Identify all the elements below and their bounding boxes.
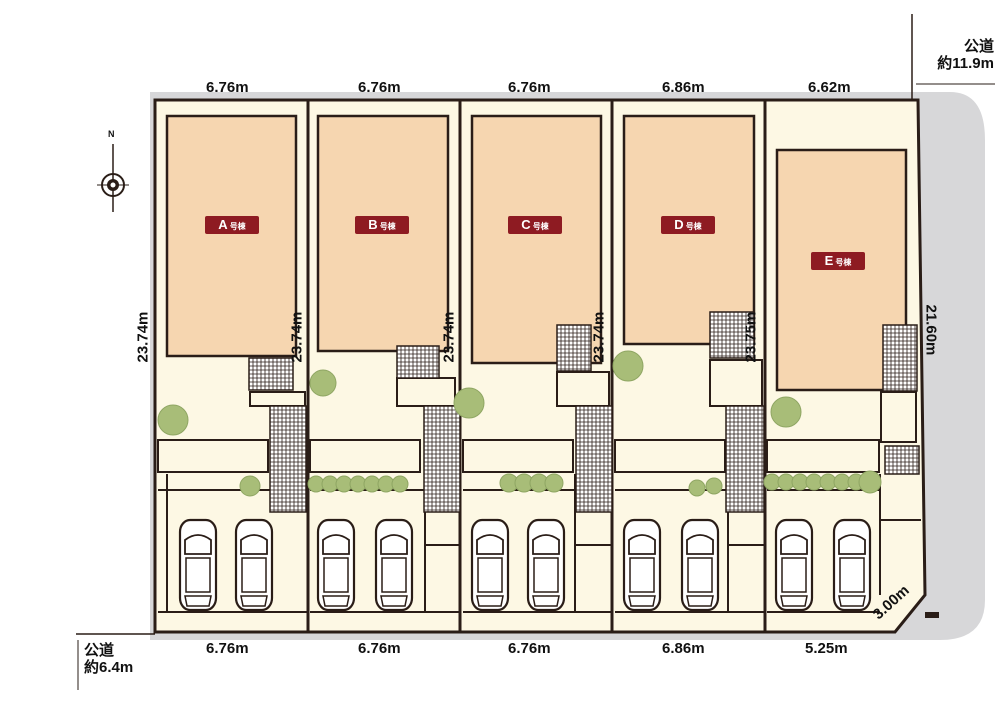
south-road-name: 公道 [84, 642, 115, 659]
lot-d-bottom-width: 6.86m [662, 640, 705, 657]
tree-icon [770, 396, 802, 428]
tree-icon [858, 470, 882, 494]
lot-c-suffix: 号棟 [532, 222, 549, 231]
car-icon [622, 518, 662, 612]
lot-a-suffix: 号棟 [229, 222, 246, 231]
tree-icon [453, 387, 485, 419]
parking-cars [178, 518, 872, 612]
lot-d-letter: D [674, 217, 684, 232]
car-icon [832, 518, 872, 612]
paver-grid [575, 405, 613, 513]
lot-a-top-width: 6.76m [206, 79, 249, 96]
lot-e-side-depth: 21.60m [922, 304, 940, 356]
lot-c-bottom-width: 6.76m [508, 640, 551, 657]
car-icon [316, 518, 356, 612]
paver-grid [556, 324, 592, 372]
tree-icon [688, 479, 706, 497]
paver-grid [725, 405, 765, 513]
car-icon [470, 518, 510, 612]
car-icon [234, 518, 274, 612]
paver-grid [882, 324, 918, 392]
lot-a-bottom-width: 6.76m [206, 640, 249, 657]
compass-icon [97, 144, 129, 212]
building-c [470, 114, 603, 365]
lot-e-top-width: 6.62m [808, 79, 851, 96]
tree-icon [239, 475, 261, 497]
buildings [165, 114, 908, 392]
left-depth: 23.74m [134, 311, 152, 363]
lot-c-letter: C [521, 217, 531, 232]
lot-b-side-depth: 23.74m [440, 311, 458, 363]
lot-a-letter: A [218, 217, 228, 232]
south-road-label: 公道 約6.4m [84, 642, 133, 677]
paver-grid [423, 405, 461, 513]
north-road-label: 公道 約11.9m [920, 38, 994, 73]
paver-grid [248, 357, 294, 391]
north-road-name: 公道 [963, 38, 994, 55]
car-icon [178, 518, 218, 612]
tree-icon [157, 404, 189, 436]
tree-icon [309, 369, 337, 397]
car-icon [680, 518, 720, 612]
paver-grid [709, 311, 755, 359]
lot-c-side-depth: 23.74m [590, 311, 608, 363]
paver-grid [884, 445, 920, 475]
car-icon [374, 518, 414, 612]
lot-b-suffix: 号棟 [379, 222, 396, 231]
lot-d-top-width: 6.86m [662, 79, 705, 96]
car-icon [774, 518, 814, 612]
car-icon [526, 518, 566, 612]
tree-icon [612, 350, 644, 382]
paver-grid [396, 345, 440, 379]
lot-b-bottom-width: 6.76m [358, 640, 401, 657]
lot-e-bottom-width: 5.25m [805, 640, 848, 657]
corner-marker [925, 612, 939, 618]
building-a [165, 114, 298, 358]
north-road-width: 約11.9m [937, 55, 994, 73]
lot-c-top-width: 6.76m [508, 79, 551, 96]
shrub-icon [391, 475, 409, 493]
lot-a-side-depth: 23.74m [288, 311, 306, 363]
lot-e-suffix: 号棟 [835, 258, 852, 267]
lot-d-side-depth: 23.75m [742, 311, 760, 363]
compass-north-label: N [108, 129, 115, 139]
lot-e-letter: E [824, 253, 834, 268]
trees [157, 350, 882, 497]
shrub-icon [544, 473, 564, 493]
paver-grid [269, 405, 307, 513]
lot-dividers [306, 100, 767, 632]
lot-b-letter: B [368, 217, 378, 232]
lot-b-top-width: 6.76m [358, 79, 401, 96]
south-road-width: 約6.4m [84, 659, 134, 677]
shrub-icon [705, 477, 723, 495]
lot-d-suffix: 号棟 [685, 222, 702, 231]
grid-pavers [248, 311, 920, 513]
